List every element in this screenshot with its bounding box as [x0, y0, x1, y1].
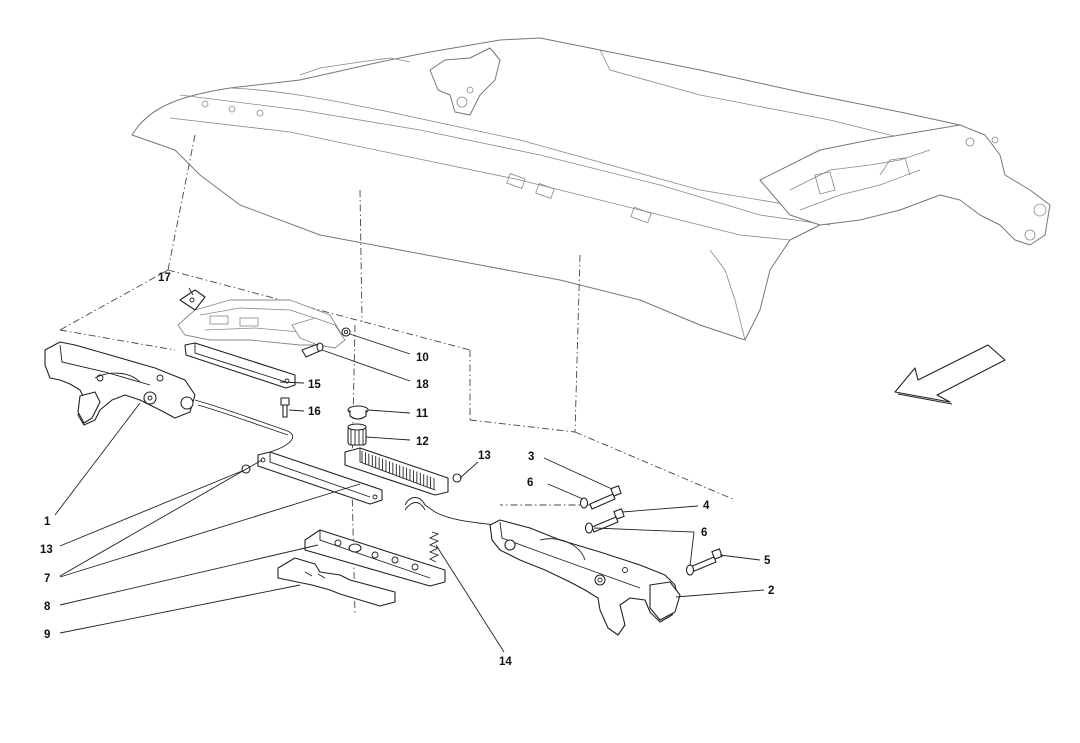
toothed-rack [344, 447, 449, 496]
label-18: 18 [416, 379, 429, 391]
part-15-bracket-bar [184, 342, 296, 389]
label-5: 5 [764, 555, 771, 567]
part-8-base-plate [304, 529, 446, 587]
part-1-left-latch [44, 341, 196, 426]
part-17-plate [179, 289, 206, 311]
label-8: 8 [44, 601, 51, 613]
label-3: 3 [528, 451, 534, 463]
label-1: 1 [44, 516, 51, 528]
label-17: 17 [158, 272, 171, 284]
part-12-gear [347, 423, 367, 446]
label-4: 4 [703, 500, 710, 512]
part-13-washer-b [452, 473, 462, 483]
label-16: 16 [308, 406, 321, 418]
leader-lines [54, 287, 765, 653]
part-9-lower-plate [277, 557, 396, 607]
part-number-labels: 17 10 18 15 16 11 12 13 3 6 4 6 5 2 1 13… [40, 272, 774, 668]
label-12: 12 [416, 436, 429, 448]
label-13-left: 13 [40, 544, 53, 556]
label-6-upper: 6 [527, 477, 533, 489]
connecting-cable [194, 399, 496, 526]
part-16-screw [280, 397, 290, 418]
part-2-right-latch [489, 519, 681, 636]
part-6-washer-a [579, 497, 589, 509]
roof-panel-outline [131, 37, 1051, 341]
upper-latch-assembly [177, 299, 346, 349]
front-direction-arrow-icon [894, 344, 1006, 405]
label-13-right: 13 [478, 450, 491, 462]
part-5-screw [689, 548, 723, 573]
label-6-lower: 6 [701, 527, 707, 539]
part-6-washer-b [584, 522, 594, 534]
part-11-cap [347, 405, 369, 420]
label-2: 2 [768, 585, 774, 597]
part-3-screw [589, 485, 622, 510]
part-14-spring [428, 531, 440, 563]
part-10-nut [341, 327, 351, 337]
label-14: 14 [499, 656, 512, 668]
label-9: 9 [44, 629, 50, 641]
label-11: 11 [416, 408, 429, 420]
label-10: 10 [416, 352, 429, 364]
label-7: 7 [44, 573, 50, 585]
part-6-washer-c [685, 564, 695, 576]
label-15: 15 [308, 379, 321, 391]
